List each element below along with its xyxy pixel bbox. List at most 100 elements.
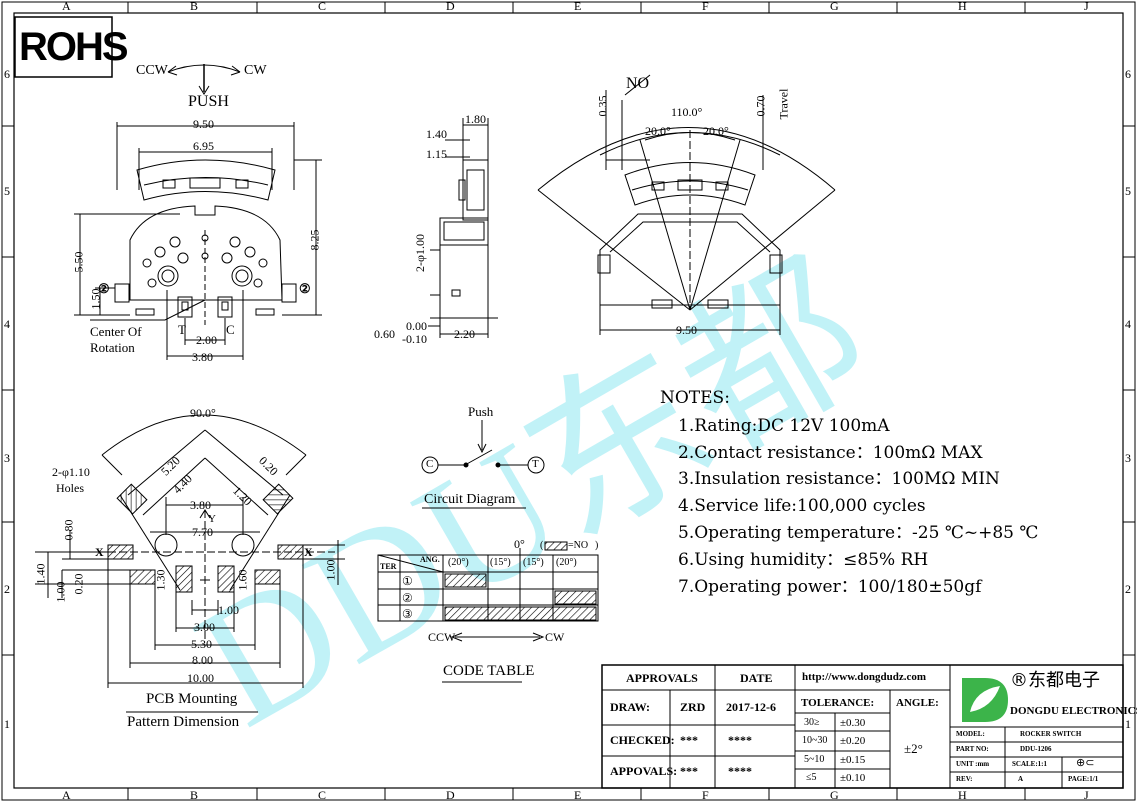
checked-date: **** xyxy=(728,733,752,747)
code-row-2: ② xyxy=(402,591,413,605)
angle-110: 110.0° xyxy=(671,105,703,119)
note-1: 1.Rating:DC 12V 100mA xyxy=(678,416,890,436)
code-legend-paren-open: ( xyxy=(540,540,544,551)
dim-0-70: 0.70 xyxy=(753,95,768,117)
dim-0-80: 0.80 xyxy=(61,519,76,541)
col-label-b: B xyxy=(190,0,199,13)
angle-90: 90.0° xyxy=(190,406,216,420)
row-label-1: 1 xyxy=(4,717,10,731)
notes-title: NOTES: xyxy=(660,388,730,408)
side-view-drawing xyxy=(428,118,498,338)
dim-1-00-left: 1.00 xyxy=(53,581,68,603)
dim-3-80: 3.80 xyxy=(192,350,213,364)
unit-key: UNIT :mm xyxy=(956,760,990,768)
col-label-h: H xyxy=(958,0,967,13)
tol-value-3: ±0.15 xyxy=(840,754,866,766)
checked-label: CHECKED: xyxy=(610,733,675,747)
marker-2-left: ② xyxy=(98,281,110,296)
dim-7-70: 7.70 xyxy=(192,525,213,539)
brand-english: DONGDU ELECTRONICS xyxy=(1010,705,1137,717)
col-label-d: D xyxy=(446,0,455,13)
code-col-4: (20°) xyxy=(556,557,577,568)
code-col-3: (15°) xyxy=(523,557,544,568)
ccw-label: CCW xyxy=(136,63,168,78)
col-label-f-bottom: F xyxy=(702,788,709,802)
dim-0-20-left: 0.20 xyxy=(71,573,86,595)
code-row-1: ① xyxy=(402,574,413,588)
note-7: 7.Operating power：100/180±50gf xyxy=(678,577,982,597)
cw-label: CW xyxy=(244,63,267,78)
center-of-label: Center Of xyxy=(90,324,142,339)
note-2: 2.Contact resistance：100mΩ MAX xyxy=(678,443,983,463)
part-value: DDU-1206 xyxy=(1020,745,1052,753)
code-col-2: (15°) xyxy=(490,557,511,568)
right-view-drawing xyxy=(537,74,836,335)
dim-1-60: 1.60 xyxy=(235,569,250,591)
pcb-drawing xyxy=(35,414,345,713)
col-label-d-bottom: D xyxy=(446,788,455,802)
angle-label: ANGLE: xyxy=(896,697,939,709)
tol-value-1: ±0.30 xyxy=(840,717,866,729)
t-label: T xyxy=(178,322,186,337)
dim-8-25: 8.25 xyxy=(307,229,322,251)
code-table-title: CODE TABLE xyxy=(443,663,535,679)
code-legend: =NO xyxy=(568,540,589,551)
pcb-title-2: Pattern Dimension xyxy=(127,714,240,730)
top-view-drawing xyxy=(74,64,322,360)
title-block-grid xyxy=(601,664,1124,789)
dim-1-00-right: 1.00 xyxy=(323,559,338,581)
draw-by: ZRD xyxy=(680,700,706,714)
row-label-3-right: 3 xyxy=(1125,451,1131,465)
dim-minus-0-10: -0.10 xyxy=(402,332,427,346)
col-label-a: A xyxy=(62,0,71,13)
code-ter-header: TER xyxy=(380,562,397,571)
row-label-4-right: 4 xyxy=(1125,317,1131,331)
date-header: DATE xyxy=(740,671,773,685)
dim-8-00: 8.00 xyxy=(192,653,213,667)
brand-chinese: ®东都电子 xyxy=(1010,670,1100,691)
col-label-h-bottom: H xyxy=(958,788,967,802)
circuit-push-label: Push xyxy=(468,404,494,419)
checked-by: *** xyxy=(680,733,698,747)
col-label-c-bottom: C xyxy=(318,788,327,802)
row-label-5-right: 5 xyxy=(1125,184,1131,198)
tol-range-4: ≤5 xyxy=(806,772,817,783)
draw-label: DRAW: xyxy=(610,700,651,714)
tolerance-label: TOLERANCE: xyxy=(801,697,875,709)
note-6: 6.Using humidity：≤85% RH xyxy=(678,550,929,570)
col-label-a-bottom: A xyxy=(62,788,71,802)
row-label-1-right: 1 xyxy=(1125,717,1131,731)
row-label-6: 6 xyxy=(4,67,10,81)
code-legend-paren-close: ) xyxy=(595,540,599,551)
dim-0-00: 0.00 xyxy=(406,319,427,333)
rotation-label: Rotation xyxy=(90,340,135,355)
dim-3-00: 3.00 xyxy=(194,620,215,634)
dim-1-00-mid: 1.00 xyxy=(218,603,239,617)
tol-value-2: ±0.20 xyxy=(840,735,866,747)
dongdu-logo xyxy=(962,678,1008,722)
c-label: C xyxy=(226,322,235,337)
col-label-g: G xyxy=(830,0,839,13)
row-label-5: 5 xyxy=(4,184,10,198)
note-5: 5.Operating temperature：-25 ℃~+85 ℃ xyxy=(678,523,1039,543)
dim-hole-1-00: 2-φ1.00 xyxy=(412,234,427,272)
code-ang-header: ANG. xyxy=(420,555,440,564)
dim-1-40-pcb: 1.40 xyxy=(33,563,48,585)
rohs-box xyxy=(14,16,113,78)
pcb-title-1: PCB Mounting xyxy=(146,691,238,707)
angle-20-right: 20.0° xyxy=(703,124,729,138)
dim-3-80-pcb: 3.80 xyxy=(190,498,211,512)
part-key: PART NO: xyxy=(956,745,989,753)
dim-1-30: 1.30 xyxy=(153,569,168,591)
rohs-mark: ROHS xyxy=(19,25,129,69)
col-label-e: E xyxy=(574,0,582,13)
dim-0-35: 0.35 xyxy=(595,95,610,117)
appvals-by: *** xyxy=(680,764,698,778)
row-label-2: 2 xyxy=(4,582,10,596)
circuit-title: Circuit Diagram xyxy=(424,492,516,507)
col-label-j: J xyxy=(1084,0,1089,13)
note-3: 3.Insulation resistance：100MΩ MIN xyxy=(678,469,1000,489)
col-label-j-bottom: J xyxy=(1084,788,1089,802)
